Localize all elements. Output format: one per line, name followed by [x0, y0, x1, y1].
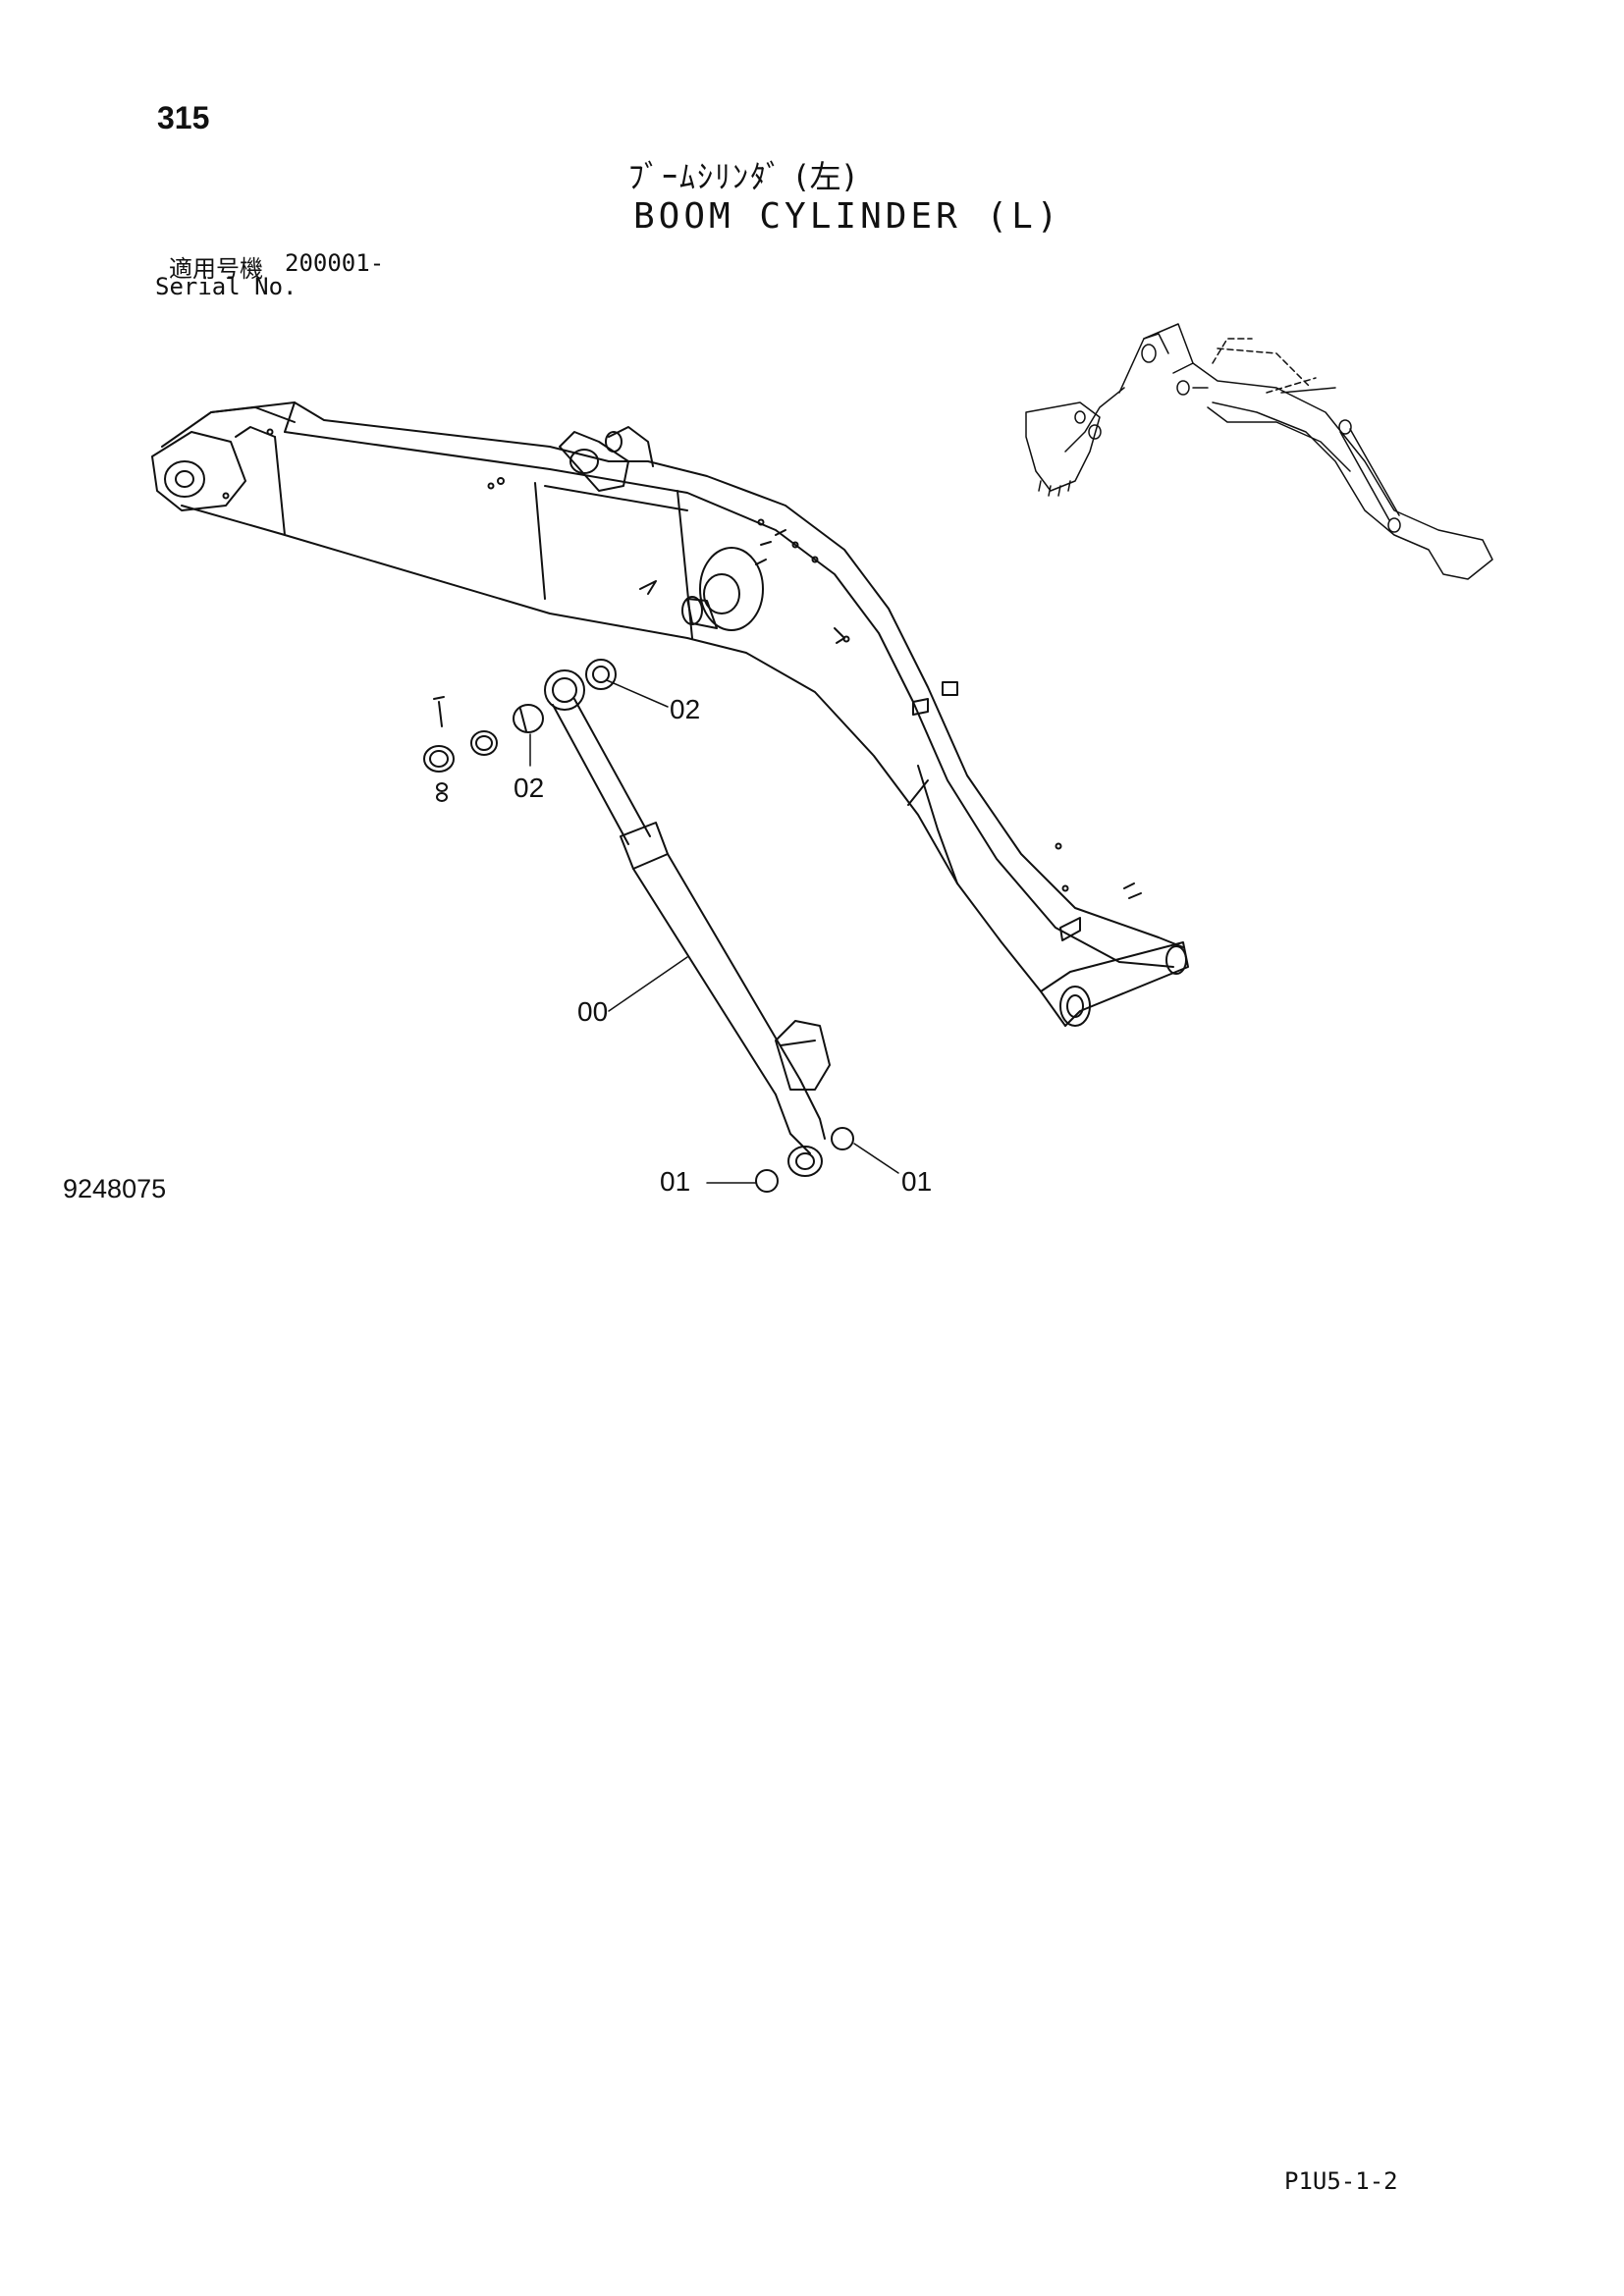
serial-label-japanese: 適用号機 — [169, 255, 263, 283]
page-title-japanese: ﾌﾞｰﾑｼﾘﾝﾀﾞ (左) — [628, 158, 858, 195]
callout-00: 00 — [577, 996, 608, 1027]
callout-leaders — [529, 679, 899, 1184]
serial-value: 200001- — [285, 249, 385, 277]
callout-02-right: 02 — [670, 694, 700, 724]
callout-01-left: 01 — [660, 1166, 690, 1197]
pin-and-washers — [423, 659, 617, 802]
boom-arm — [151, 401, 1189, 1027]
page-title: BOOM CYLINDER (L) — [633, 196, 1062, 237]
page-code: P1U5-1-2 — [1284, 2167, 1398, 2195]
callout-labels: 02 02 00 01 01 — [514, 694, 932, 1197]
machine-inset-view — [1025, 323, 1493, 580]
boom-cylinder — [544, 669, 854, 1193]
callout-02-left: 02 — [514, 773, 544, 803]
serial-label: Serial No. — [155, 273, 298, 300]
callout-01-right: 01 — [901, 1166, 932, 1197]
figure-id: 9248075 — [63, 1174, 167, 1203]
page-number: 315 — [157, 100, 210, 135]
